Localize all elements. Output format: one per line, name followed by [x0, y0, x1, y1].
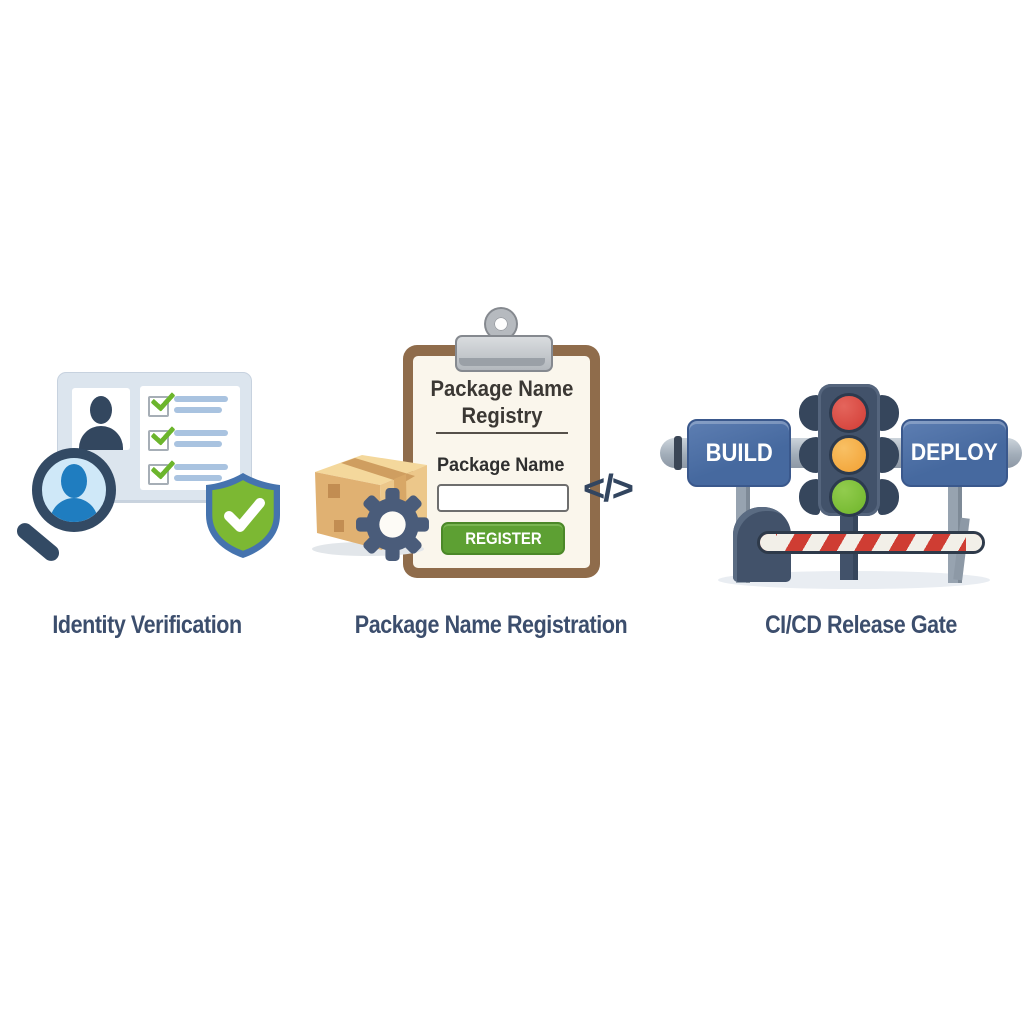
checklist-row — [148, 454, 238, 486]
traffic-light-green — [829, 477, 869, 517]
checklist — [140, 386, 240, 490]
clipboard-clip-icon — [455, 335, 553, 372]
traffic-visor-icon — [799, 437, 820, 473]
traffic-light-amber — [829, 435, 869, 475]
traffic-visor-icon — [878, 395, 899, 431]
traffic-light-red — [829, 393, 869, 433]
register-button[interactable]: REGISTER — [441, 522, 565, 555]
deploy-sign: DEPLOY — [901, 419, 1008, 487]
gear-icon — [356, 488, 429, 561]
caption-identity-verification: Identity Verification — [52, 611, 242, 639]
caption-cicd-release-gate: CI/CD Release Gate — [765, 611, 957, 639]
traffic-visor-icon — [878, 479, 899, 515]
id-photo — [72, 388, 130, 450]
checkbox-icon — [148, 396, 169, 417]
code-icon: </> — [583, 468, 634, 510]
traffic-visor-icon — [799, 395, 820, 431]
package-name-label: Package Name — [437, 455, 565, 476]
checkbox-icon — [148, 430, 169, 451]
divider — [436, 432, 568, 434]
caption-package-name-registration: Package Name Registration — [354, 611, 628, 639]
person-silhouette-icon — [90, 396, 112, 424]
traffic-visor-icon — [799, 479, 820, 515]
barrier-arm-icon — [757, 531, 985, 554]
checklist-row — [148, 420, 238, 452]
checkbox-icon — [148, 464, 169, 485]
shield-check-icon — [206, 473, 280, 558]
checklist-row — [148, 386, 238, 418]
traffic-visor-icon — [878, 437, 899, 473]
magnifier-person-icon — [32, 448, 116, 532]
build-sign: BUILD — [687, 419, 791, 487]
package-name-input[interactable] — [437, 484, 569, 512]
registry-title: Package Name Registry — [430, 376, 574, 428]
